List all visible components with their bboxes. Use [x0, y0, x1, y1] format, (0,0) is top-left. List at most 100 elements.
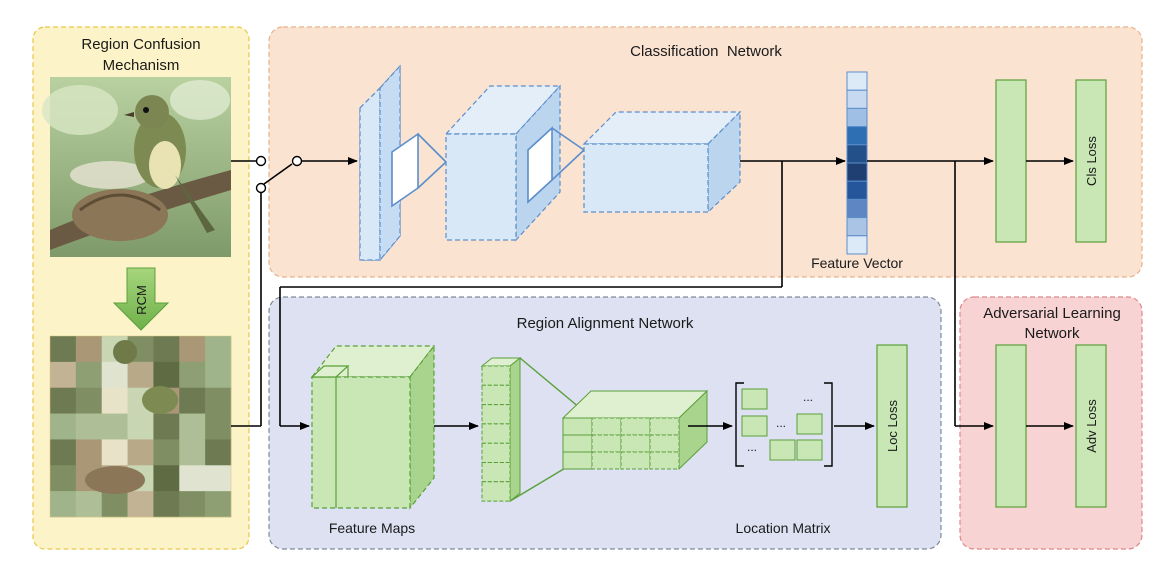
column-side: [509, 356, 521, 503]
shuffled-tile: [205, 491, 232, 518]
shuffled-tile: [127, 413, 154, 440]
grid-cell: [562, 417, 593, 436]
shuffled-tile: [179, 465, 206, 492]
alignment-title: Region Alignment Network: [517, 315, 694, 332]
switch-lever: [263, 163, 293, 185]
shuffled-tile: [75, 491, 103, 518]
shuffled-tile: [205, 413, 232, 440]
shuffled-tile: [101, 413, 128, 440]
feature-vector: [846, 71, 868, 255]
shuffled-tile: [101, 361, 128, 389]
switch-node-right: [291, 155, 303, 167]
shuffled-tile: [50, 491, 77, 518]
grid-cell: [562, 451, 593, 470]
rcm-title-line1: Region Confusion: [81, 36, 200, 53]
cls-loss-label: Cls Loss: [1084, 136, 1099, 186]
shuffled-tile: [205, 439, 232, 466]
location-cell: [741, 415, 768, 437]
shuffled-bird-photo: [49, 335, 232, 518]
grid-cell: [562, 434, 593, 453]
adv-fc-layer: [995, 344, 1027, 508]
loc-loss-label: Loc Loss: [885, 399, 900, 452]
rcm-down-arrow: RCM: [112, 267, 170, 331]
shuffled-tile: [205, 336, 232, 363]
feature-vector-cell: [846, 162, 868, 182]
grid-cell: [649, 434, 680, 453]
shuffled-tile: [153, 361, 180, 389]
grid-cell: [620, 434, 651, 453]
bird-fragment: [142, 386, 178, 414]
feature-vector-cell: [846, 235, 868, 255]
shuffled-tile: [101, 491, 128, 518]
feature-vector-cell: [846, 180, 868, 200]
shuffled-tile: [75, 361, 103, 389]
shuffled-tile: [75, 387, 103, 414]
cls-fc-layer: [995, 79, 1027, 243]
shuffled-tile: [50, 387, 77, 414]
location-cell: [796, 439, 823, 461]
shuffled-tile: [127, 491, 154, 518]
shuffled-tile: [153, 491, 180, 518]
feature-maps-block: [310, 344, 436, 510]
shuffled-tile: [205, 465, 232, 492]
bird-fragment: [113, 340, 137, 364]
shuffled-tile: [75, 439, 103, 466]
bird-photo: [42, 77, 231, 257]
shuffled-tile: [179, 387, 206, 414]
feature-column: [480, 356, 593, 503]
shuffled-tile: [153, 465, 180, 492]
feature-vector-cell: [846, 107, 868, 128]
location-matrix-label: Location Matrix: [736, 520, 831, 536]
location-matrix: .........: [735, 382, 833, 467]
cls-loss-box: [1075, 79, 1107, 243]
shuffled-tile: [205, 387, 232, 414]
shuffled-tile: [75, 336, 103, 363]
shuffled-tile: [50, 336, 77, 363]
feature-vector-cell: [846, 198, 868, 219]
conv-block-3: [582, 110, 742, 214]
shuffled-tile: [101, 439, 128, 466]
conv-block-2: [444, 84, 585, 242]
grid-cell: [620, 451, 651, 470]
grid-cell: [591, 417, 622, 436]
feature-vector-label: Feature Vector: [811, 255, 903, 271]
adv-loss-label: Adv Loss: [1084, 399, 1099, 453]
conv-block-1: [359, 64, 447, 262]
switch-node-bottom: [255, 182, 267, 194]
nest-fragment: [85, 466, 145, 494]
shuffled-tile: [153, 439, 180, 466]
grid-cell: [649, 417, 680, 436]
shuffled-tile: [50, 465, 77, 492]
feature-vector-cell: [846, 89, 868, 109]
shuffled-tile: [179, 361, 206, 389]
rcm-arrow-label: RCM: [134, 285, 149, 315]
shuffled-tile: [75, 413, 103, 440]
shuffled-tile: [50, 439, 77, 466]
feature-vector-cell: [846, 126, 868, 146]
matrix-ellipsis: ...: [747, 440, 757, 454]
column-cell: [481, 404, 511, 425]
grid-cell: [649, 451, 680, 470]
switch-node-top: [255, 155, 267, 167]
shuffled-tile: [153, 413, 180, 440]
shuffled-tile: [101, 387, 128, 414]
location-cell: [769, 439, 796, 461]
matrix-ellipsis: ...: [803, 390, 813, 404]
shuffled-tile: [179, 491, 206, 518]
shuffled-tile: [179, 413, 206, 440]
shuffled-tile: [179, 439, 206, 466]
classification-title: Classification Network: [630, 43, 782, 60]
column-cell: [481, 442, 511, 464]
feature-maps-label: Feature Maps: [329, 520, 415, 536]
column-cell: [481, 423, 511, 444]
adversarial-title-line1: Adversarial Learning: [983, 305, 1121, 322]
feature-vector-cell: [846, 71, 868, 91]
shuffled-tile: [127, 361, 154, 389]
column-cell: [481, 462, 511, 483]
feature-vector-cell: [846, 217, 868, 237]
matrix-ellipsis: ...: [776, 416, 786, 430]
loc-loss-box: [876, 344, 908, 508]
shuffled-tile: [205, 361, 232, 389]
shuffled-tile: [50, 413, 77, 440]
